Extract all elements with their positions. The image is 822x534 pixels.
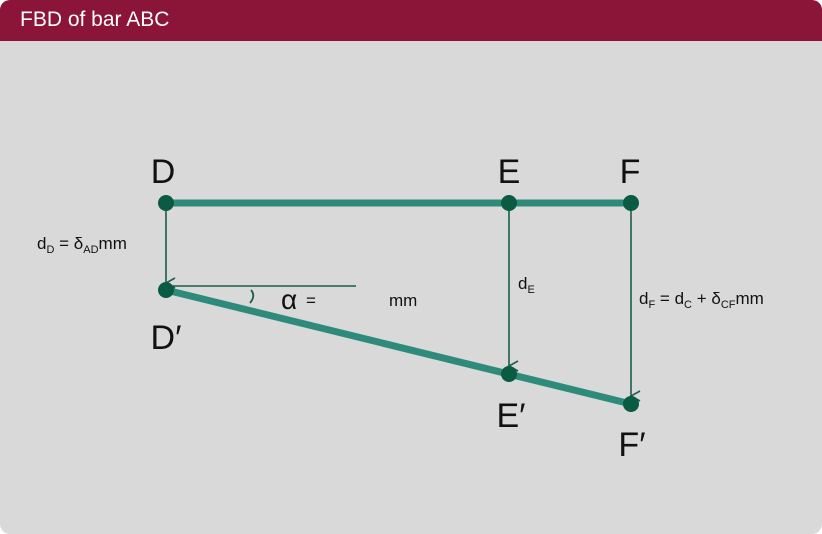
node-d: [158, 195, 174, 211]
header-title: FBD of bar ABC: [20, 8, 170, 31]
alpha-equals: =: [306, 291, 316, 310]
dd-unit: mm: [99, 234, 127, 253]
node-d-prime: [158, 282, 174, 298]
dd-sub2: AD: [83, 244, 98, 256]
label-e-prime: E′: [496, 397, 525, 435]
label-d: D: [151, 153, 176, 191]
label-d-prime: D′: [151, 319, 182, 357]
label-f: F: [620, 153, 641, 191]
df-plus: + δ: [692, 289, 721, 308]
de-sub: E: [527, 284, 534, 296]
node-f-prime: [623, 396, 639, 412]
node-f: [623, 195, 639, 211]
de-main: d: [518, 274, 527, 293]
df-sub3: CF: [721, 299, 736, 311]
alpha-unit: mm: [389, 291, 417, 310]
df-sub: F: [648, 299, 655, 311]
label-df-equation: dF = dC + δCFmm: [639, 289, 764, 311]
alpha-symbol: α: [281, 284, 297, 315]
node-e: [501, 195, 517, 211]
df-unit: mm: [736, 289, 764, 308]
df-main: d: [639, 289, 648, 308]
label-e: E: [498, 153, 521, 191]
dd-sub: D: [46, 244, 54, 256]
df-eq: = d: [655, 289, 684, 308]
label-f-prime: F′: [618, 426, 645, 464]
node-e-prime: [501, 366, 517, 382]
dd-main: d: [37, 234, 46, 253]
df-sub2: C: [684, 299, 692, 311]
label-de: dE: [518, 274, 535, 296]
bar-deflected: [162, 286, 635, 408]
label-dd-equation: dD = δADmm: [37, 234, 127, 256]
header-bar: FBD of bar ABC: [0, 0, 822, 41]
dd-eq: = δ: [54, 234, 83, 253]
angle-arc: [249, 289, 255, 304]
